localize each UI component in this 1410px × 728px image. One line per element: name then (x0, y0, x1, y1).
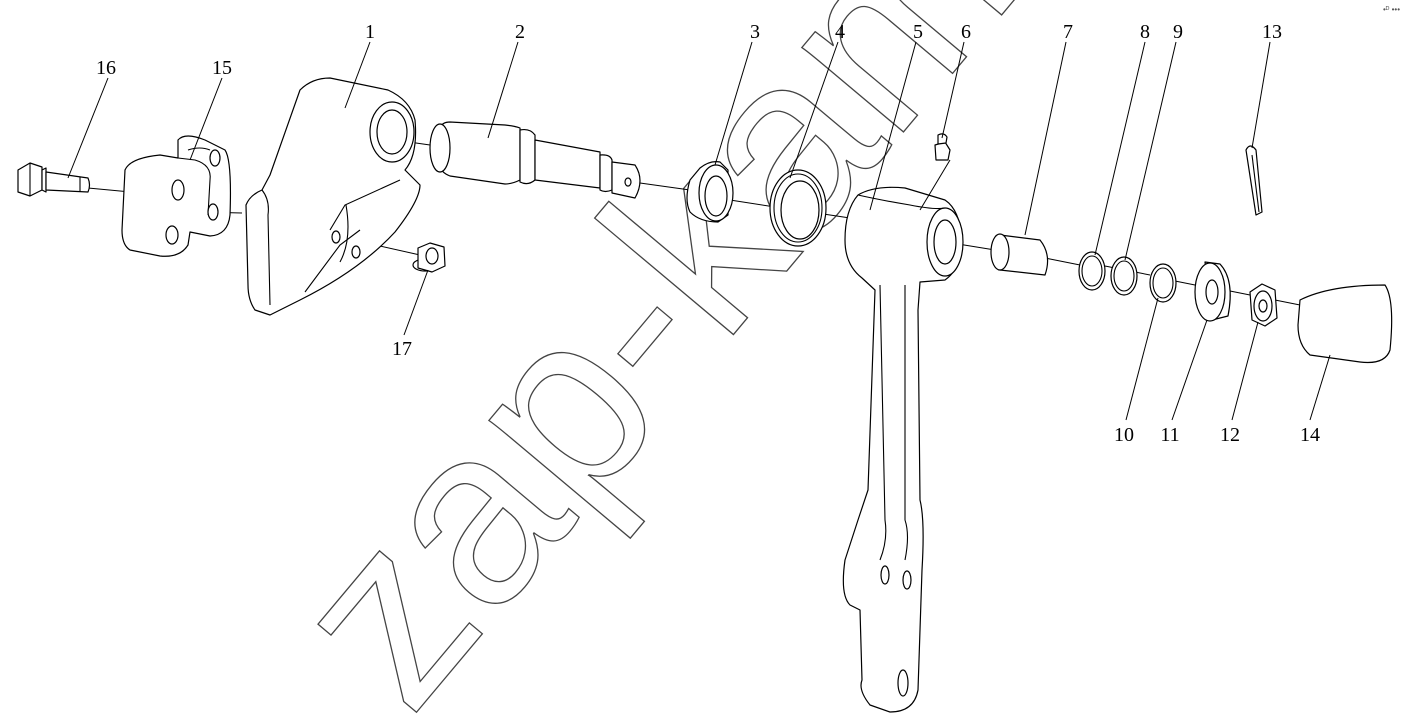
part-12-castle-nut (1249, 283, 1278, 327)
callout-13: 13 (1262, 21, 1282, 43)
part-14-cap (1297, 284, 1393, 364)
part-13-cotter-pin (1245, 145, 1263, 216)
part-8-ring (1078, 251, 1106, 291)
corner-mark: •ᴰ ••• (1383, 5, 1400, 14)
part-9-ring (1110, 256, 1138, 296)
callout-7: 7 (1063, 21, 1073, 43)
callout-15: 15 (212, 57, 232, 79)
part-11-washer (1194, 261, 1231, 322)
callout-17: 17 (392, 338, 412, 360)
part-4-seal-ring (769, 169, 827, 247)
part-3-bushing (686, 161, 734, 223)
callout-5: 5 (913, 21, 923, 43)
part-6-grease-fitting (934, 133, 951, 161)
callout-6: 6 (961, 21, 971, 43)
part-7-sleeve (990, 233, 1049, 276)
part-10-ring (1149, 263, 1177, 303)
part-16-bolt (17, 162, 91, 197)
part-15-bracket (121, 135, 232, 257)
part-2-shaft (429, 121, 641, 199)
part-5-lever (842, 186, 964, 713)
callout-3: 3 (750, 21, 760, 43)
callout-8: 8 (1140, 21, 1150, 43)
callout-12: 12 (1220, 424, 1240, 446)
callout-10: 10 (1114, 424, 1134, 446)
callout-16: 16 (96, 57, 116, 79)
callout-11: 11 (1160, 424, 1179, 446)
part-1-housing (245, 77, 421, 316)
callout-1: 1 (365, 21, 375, 43)
callout-14: 14 (1300, 424, 1320, 446)
callout-9: 9 (1173, 21, 1183, 43)
callout-labels: 1 2 3 4 5 6 7 8 9 10 11 12 13 14 15 16 1… (96, 21, 1320, 446)
callout-4: 4 (835, 21, 845, 43)
part-17-flange-nut (412, 242, 446, 273)
leader-lines (67, 41, 1331, 421)
callout-2: 2 (515, 21, 525, 43)
